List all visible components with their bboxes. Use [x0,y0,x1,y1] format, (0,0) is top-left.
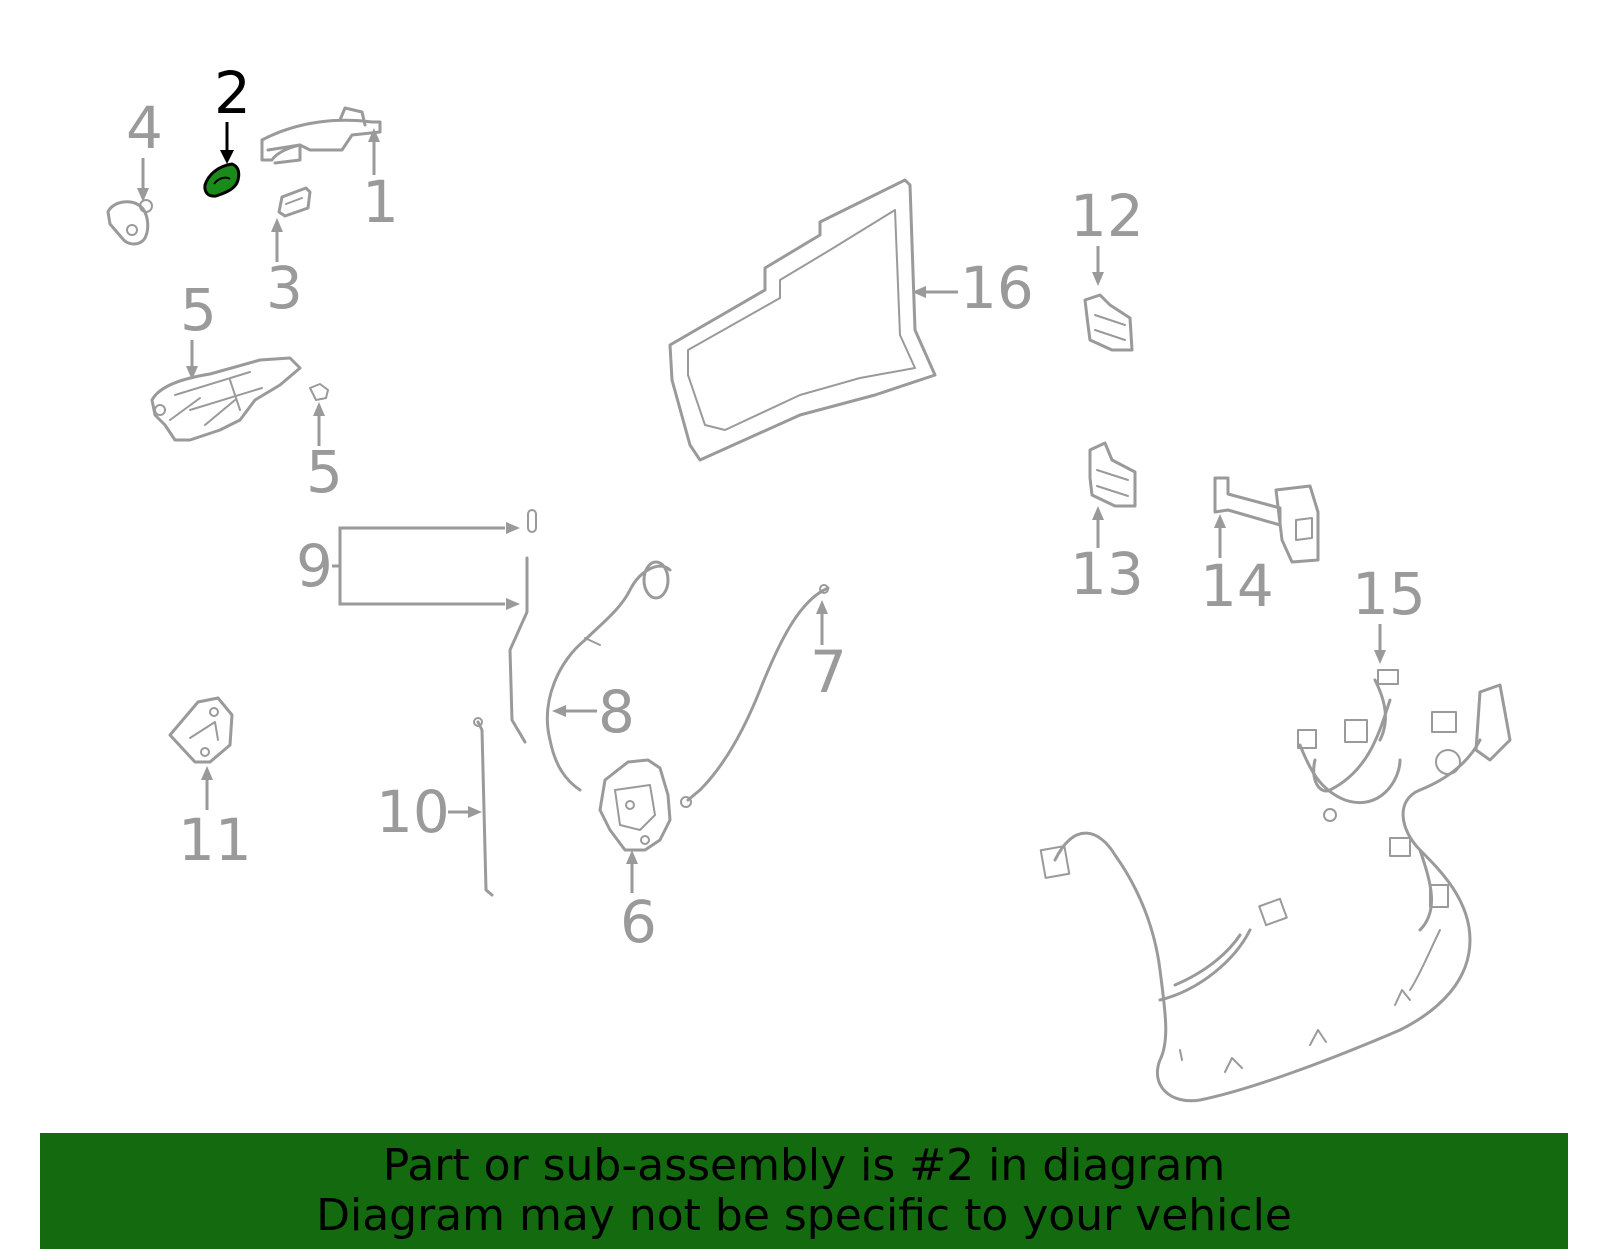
arrow-2 [220,150,234,164]
part-11-striker[interactable] [168,696,234,764]
callout-14: 14 [1200,552,1274,620]
callout-15: 15 [1352,560,1426,628]
part-5-clip[interactable] [309,383,329,401]
arrow-3 [271,218,283,232]
arrow-5b [313,402,325,416]
arrow-1 [368,128,380,142]
arrow-8 [552,705,566,717]
part-6-door-latch[interactable] [598,758,672,852]
info-banner: Part or sub-assembly is #2 in diagram Di… [40,1133,1568,1249]
arrow-4 [137,188,149,202]
banner-line-2: Diagram may not be specific to your vehi… [316,1190,1292,1241]
arrow-13 [1092,506,1104,520]
arrow-12 [1092,272,1104,286]
callout-3: 3 [266,254,303,322]
part-16-window-seal[interactable] [668,178,937,462]
banner-line-1: Part or sub-assembly is #2 in diagram [382,1140,1226,1191]
part-9-lock-rod[interactable] [508,556,529,744]
callout-12: 12 [1070,182,1144,250]
callout-10: 10 [376,778,450,846]
arrow-6 [626,850,638,864]
part-9-leader-bracket [332,522,520,610]
arrow-7 [816,600,828,614]
part-13-lower-hinge[interactable] [1088,441,1137,508]
callout-11: 11 [178,806,252,874]
arrow-16 [912,286,926,298]
part-10-rod[interactable] [473,717,494,897]
callout-2: 2 [214,59,251,127]
part-14-door-check[interactable] [1213,476,1320,564]
callout-6: 6 [620,888,657,956]
part-8-cable[interactable] [545,560,672,792]
part-2-handle-cap[interactable] [203,162,241,198]
arrow-14 [1214,514,1226,528]
callout-8: 8 [598,678,635,746]
callout-5a: 5 [180,276,217,344]
callout-5b: 5 [306,438,343,506]
arrow-10 [468,806,482,818]
callout-13: 13 [1070,540,1144,608]
callout-7: 7 [810,638,847,706]
part-5-handle-bracket[interactable] [150,356,302,442]
part-3-bezel[interactable] [277,186,312,218]
arrow-15 [1374,650,1386,664]
part-7-cable[interactable] [680,584,830,808]
part-12-upper-hinge[interactable] [1083,293,1134,352]
arrow-5a [186,366,198,380]
callout-1: 1 [362,168,399,236]
part-4-lock-cylinder[interactable] [106,199,153,246]
part-15-wiring-harness[interactable] [1039,669,1512,1103]
callout-16: 16 [960,254,1034,322]
arrow-11 [201,766,213,780]
part-9-lock-knob[interactable] [527,509,537,533]
callout-9: 9 [296,532,333,600]
part-1-outside-handle[interactable] [260,106,382,165]
callout-4: 4 [126,94,163,162]
